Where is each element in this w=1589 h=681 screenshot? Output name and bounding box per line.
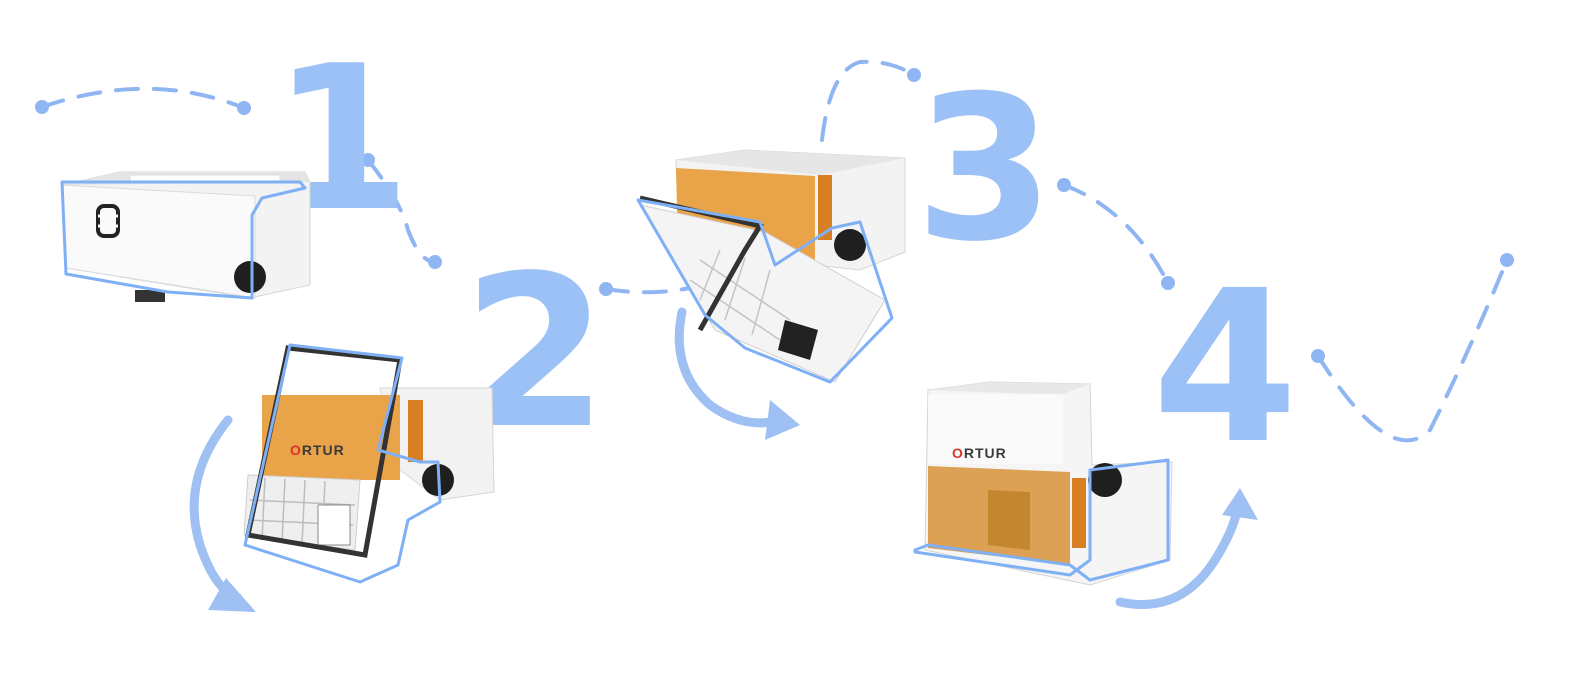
brand-logo: ORTUR <box>952 445 1007 461</box>
honeycomb-grid <box>689 249 791 341</box>
rotation-arrow <box>1115 488 1258 609</box>
step-2-device-illustration: ORTUR <box>243 343 495 584</box>
knob-icon <box>1088 463 1122 497</box>
knob-icon <box>834 229 866 261</box>
path-dot <box>237 101 251 115</box>
rotation-arrow <box>189 415 256 612</box>
path-dot <box>428 255 442 269</box>
path-dot <box>361 153 375 167</box>
path-dot <box>1311 349 1325 363</box>
knob-icon <box>234 261 266 293</box>
step-3-device-illustration <box>636 149 906 384</box>
path-dot <box>35 100 49 114</box>
step-1-device-illustration <box>60 171 311 302</box>
rotation-arrow <box>674 307 800 440</box>
step-4-device-illustration: ORTUR <box>913 381 1173 586</box>
path-dot <box>1057 178 1071 192</box>
step-number-4: 4 <box>1152 245 1298 490</box>
path-dot <box>1500 253 1514 267</box>
path-dot <box>1161 276 1175 290</box>
path-dot <box>907 68 921 82</box>
brand-logo: ORTUR <box>290 442 345 458</box>
step-number-3: 3 <box>915 53 1054 286</box>
dashed-connector-path <box>35 59 1514 443</box>
vent-icon <box>96 204 120 238</box>
path-dot <box>599 282 613 296</box>
